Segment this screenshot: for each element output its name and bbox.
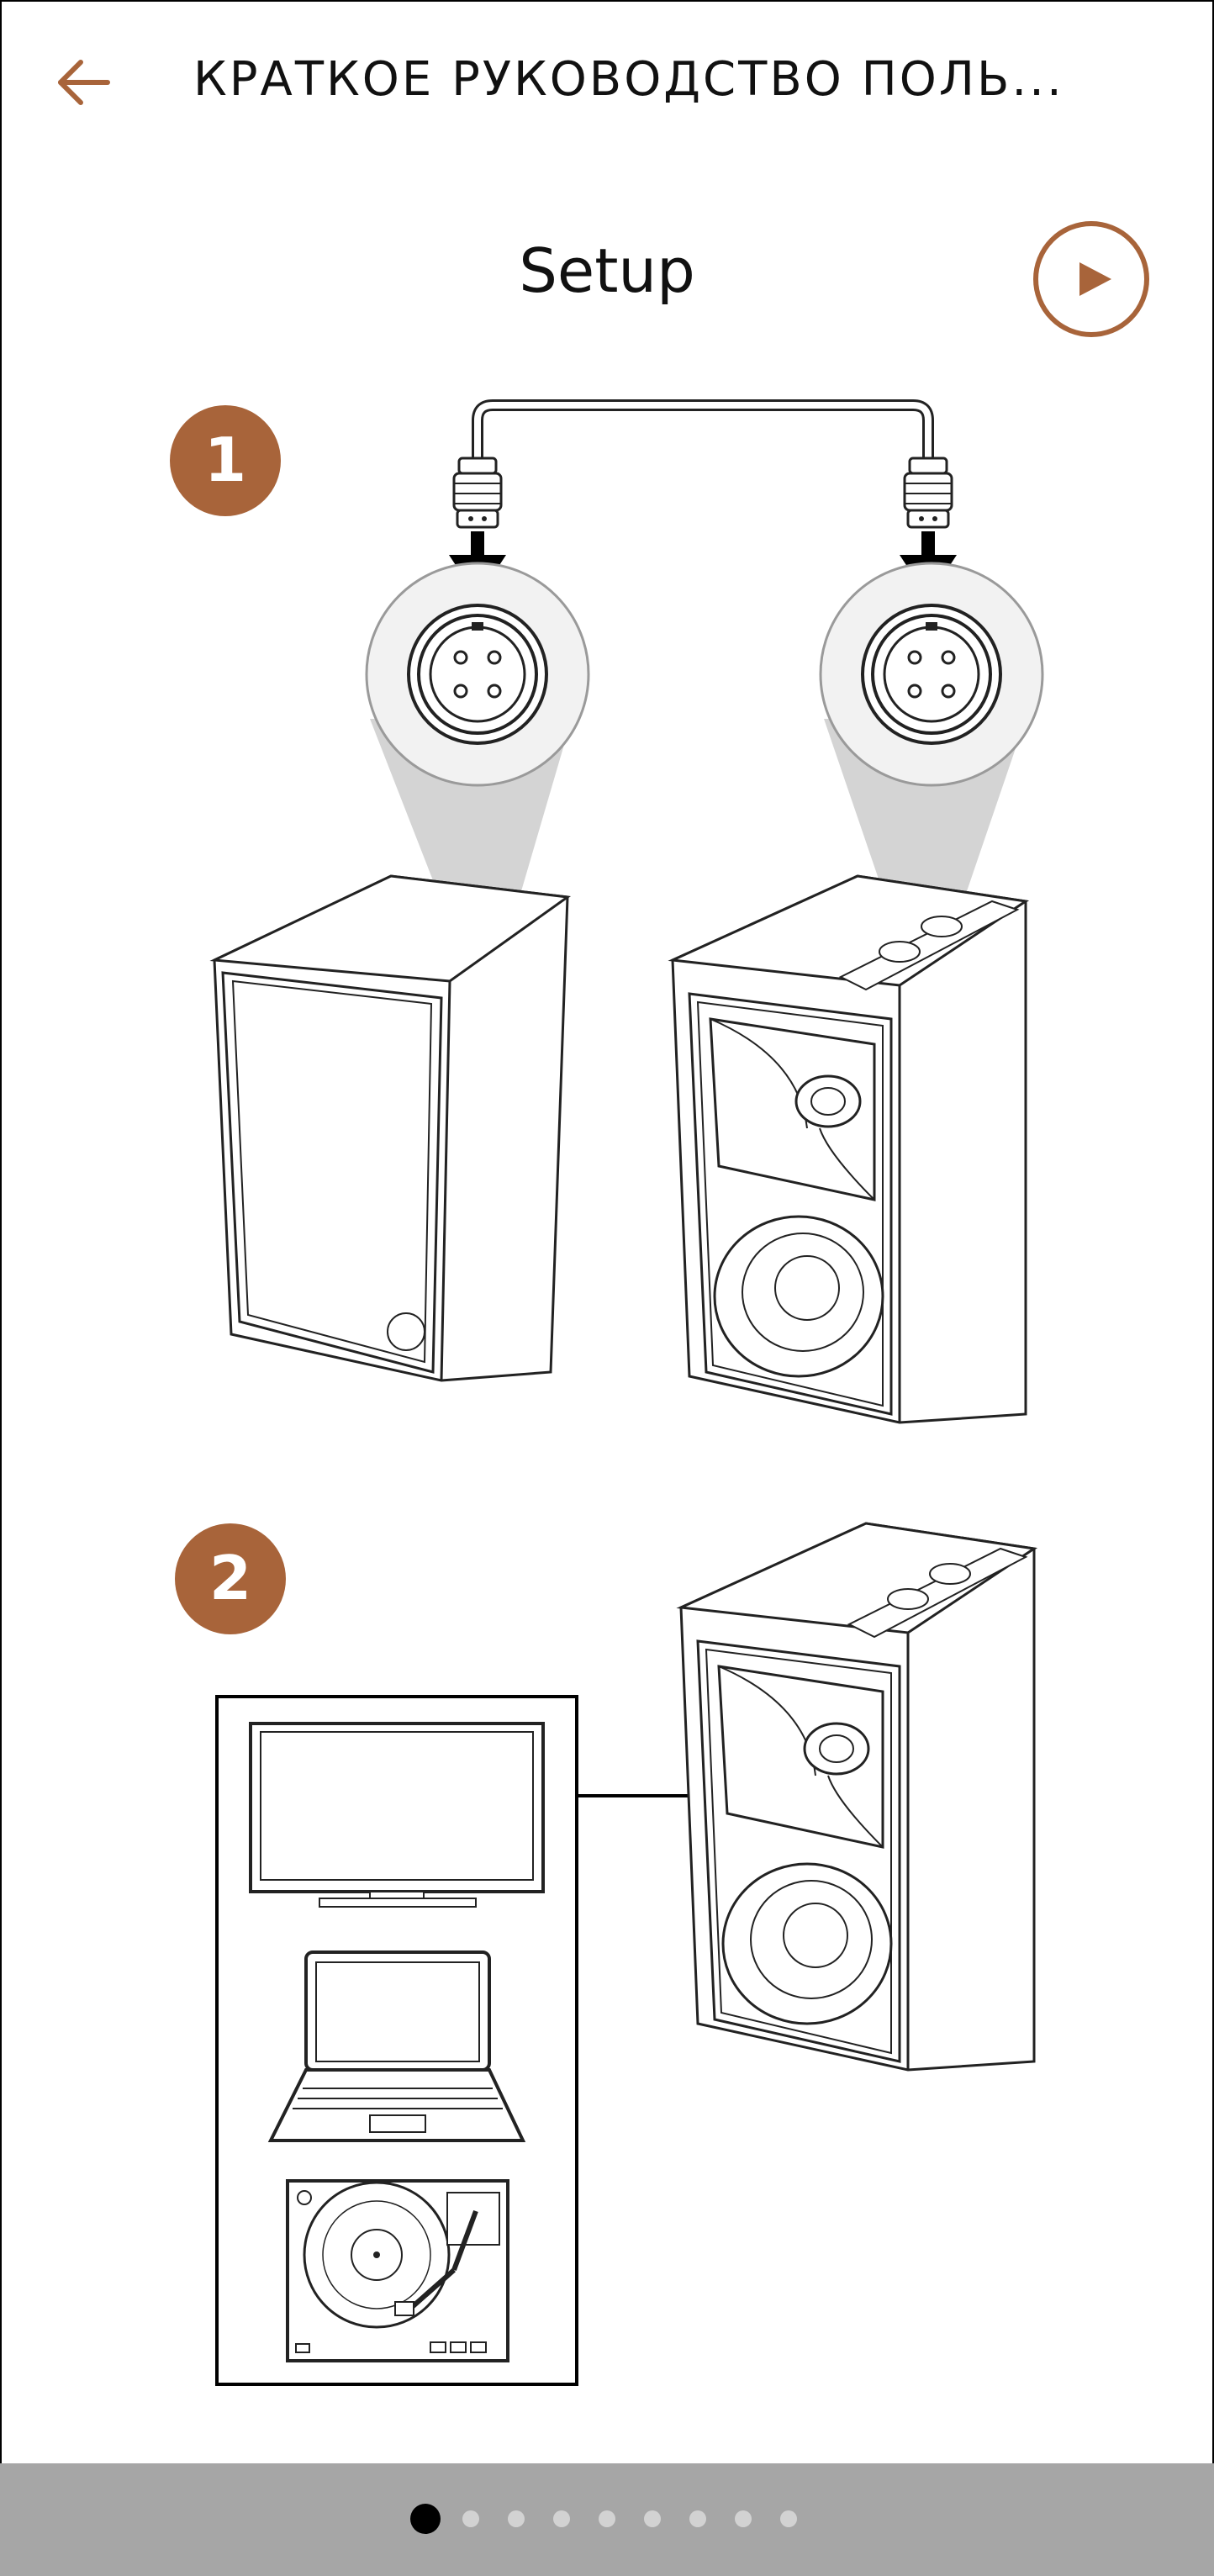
- app-bar: КРАТКОЕ РУКОВОДСТВО ПОЛЬ...: [0, 0, 1214, 168]
- step-2-badge: 2: [175, 1523, 286, 1634]
- arrow-left-icon: [58, 60, 110, 105]
- section-title: Setup: [519, 235, 695, 306]
- tv-icon: [249, 1722, 545, 1908]
- page-indicator: [0, 2463, 1214, 2576]
- step-2-number: 2: [209, 1543, 251, 1613]
- page-dot[interactable]: [780, 2510, 797, 2527]
- page-dot[interactable]: [599, 2510, 615, 2527]
- page-dot[interactable]: [410, 2504, 441, 2534]
- page-dot[interactable]: [644, 2510, 661, 2527]
- page-dot[interactable]: [735, 2510, 752, 2527]
- page-dot[interactable]: [689, 2510, 706, 2527]
- play-icon: [1033, 221, 1149, 337]
- page-dot[interactable]: [508, 2510, 525, 2527]
- page-title: КРАТКОЕ РУКОВОДСТВО ПОЛЬ...: [193, 52, 1064, 107]
- page-dot[interactable]: [462, 2510, 479, 2527]
- page-dot[interactable]: [553, 2510, 570, 2527]
- step-1-badge: 1: [170, 405, 281, 516]
- setup-illustration: 1 2: [170, 399, 1044, 2386]
- step-1-number: 1: [204, 425, 246, 495]
- laptop-icon: [267, 1950, 526, 2142]
- back-button[interactable]: [50, 50, 118, 118]
- play-button[interactable]: [1032, 220, 1150, 338]
- turntable-icon: [286, 2179, 509, 2362]
